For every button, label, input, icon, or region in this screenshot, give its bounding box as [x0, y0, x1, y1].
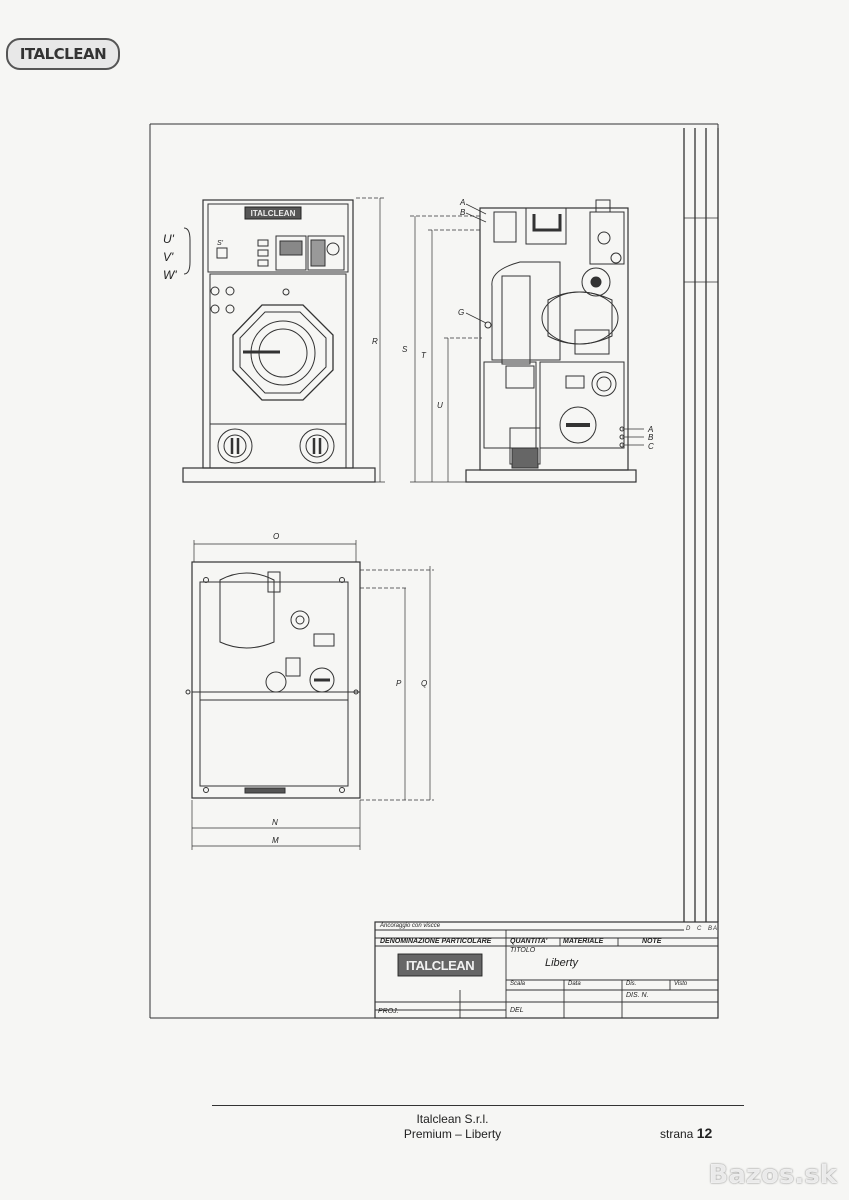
scala-label: Scala: [510, 981, 526, 987]
dis-label: Dis.: [626, 981, 637, 987]
titolo-value: Liberty: [545, 957, 579, 969]
side-view: [410, 199, 644, 483]
label-W-prime: W': [163, 268, 177, 282]
dim-label-R: R: [372, 337, 378, 346]
title-block: [374, 921, 719, 1019]
titolo-label: TITOLO: [510, 947, 536, 954]
page-prefix: strana: [660, 1127, 694, 1141]
label-U-prime: U': [163, 232, 175, 246]
watermark-text: Bazos.sk: [708, 1160, 837, 1190]
revision-col-B: B: [708, 926, 712, 932]
proj-label: PROJ.: [378, 1008, 399, 1015]
data-label: Data: [568, 981, 581, 987]
col-materiale: MATERIALE: [563, 938, 604, 945]
dim-label-Q: Q: [421, 679, 427, 688]
title-block-logo: ITALCLEAN: [405, 958, 475, 973]
revision-col-C: C: [697, 926, 702, 932]
col-note: NOTE: [642, 938, 662, 945]
disn-label: DIS. N.: [626, 992, 649, 999]
col-quantita: QUANTITA': [510, 938, 548, 945]
dim-label-P: P: [396, 679, 402, 688]
front-panel-logo: ITALCLEAN: [251, 209, 296, 218]
label-V-prime: V': [163, 250, 174, 264]
dim-label-U: U: [437, 401, 443, 410]
side-label-G: G: [458, 308, 464, 317]
col-denominazione: DENOMINAZIONE PARTICOLARE: [380, 938, 492, 945]
dim-label-M: M: [272, 836, 279, 845]
side-label-B-right: B: [648, 433, 654, 442]
visto-label: Visto: [674, 981, 688, 987]
dim-label-N: N: [272, 818, 278, 827]
italclean-logo: ITALCLEAN: [6, 38, 120, 70]
side-label-A-right: A: [647, 425, 653, 434]
footer-divider: [212, 1105, 744, 1106]
top-view: [185, 540, 434, 850]
page-number-value: 12: [696, 1125, 713, 1141]
drawing-frame: [149, 123, 719, 1019]
dim-label-O: O: [273, 532, 279, 541]
bazos-watermark: Bazos.sk: [709, 1160, 837, 1190]
revision-columns: [683, 128, 719, 922]
revision-col-A: A: [712, 926, 717, 932]
dim-label-T: T: [421, 351, 427, 360]
footer-company: Italclean S.r.l.: [416, 1112, 489, 1126]
anchor-note: Ancoraggio con viscce: [380, 923, 441, 929]
del-label: DEL: [510, 1007, 524, 1014]
front-view: ITALCLEAN: [182, 197, 385, 483]
side-label-A-top: A: [459, 198, 465, 207]
side-label-B-top: B: [460, 208, 466, 217]
footer-product: Premium – Liberty: [403, 1127, 502, 1141]
revision-col-D: D: [686, 926, 691, 932]
label-S-prime: S': [217, 240, 224, 247]
dim-label-S: S: [402, 345, 408, 354]
page-number: strana 12: [660, 1125, 712, 1141]
side-label-C-right: C: [648, 442, 654, 451]
